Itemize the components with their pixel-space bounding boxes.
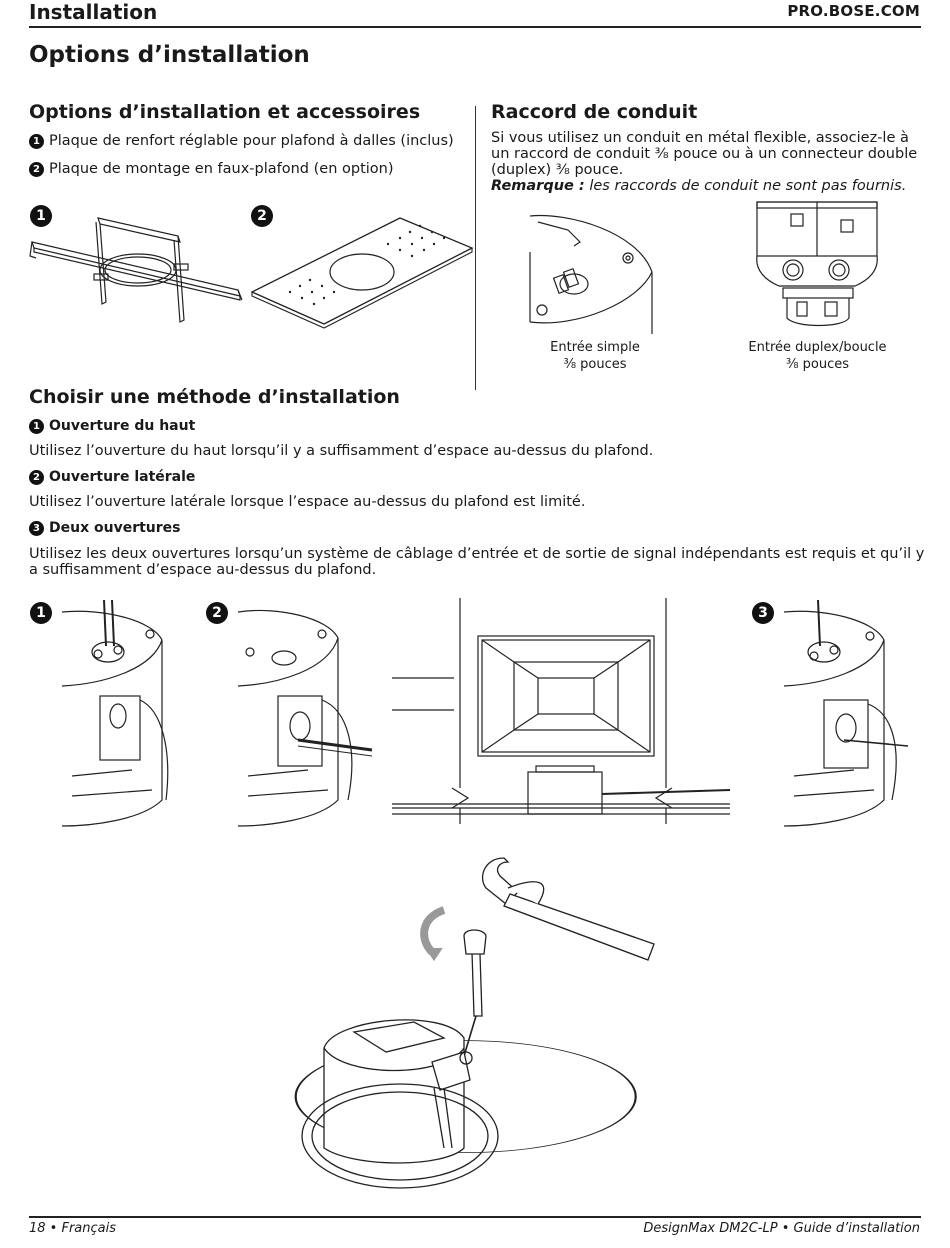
section-title: Installation [29,0,158,24]
method-title-text: Ouverture du haut [49,418,196,434]
method-2-title: 2 Ouverture latérale [29,469,195,485]
method-figure-label-3: 3 [752,602,774,624]
option-item-1: 1 Plaque de renfort réglable pour plafond… [29,133,454,149]
method-3-title: 3 Deux ouvertures [29,520,181,536]
option-item-text: Plaque de renfort réglable pour plafond … [49,133,454,149]
conduit-note: Remarque : les raccords de conduit ne so… [491,178,921,194]
method-1-text: Utilisez l’ouverture du haut lorsqu’il y… [29,443,654,459]
number-badge: 1 [29,134,44,149]
option-item-text: Plaque de montage en faux-plafond (en op… [49,161,394,177]
number-badge: 2 [29,162,44,177]
conduit-text-line: un raccord de conduit ⅜ pouce ou à un co… [491,146,918,162]
page-title: Options d’installation [29,42,310,68]
caption-duplex-entry: Entrée duplex/boucle ⅜ pouces [735,339,900,373]
caption-line: ⅜ pouces [563,357,627,372]
method-3-text: Utilisez les deux ouvertures lorsqu’un s… [29,546,929,578]
method-text-line: Utilisez les deux ouvertures lorsqu’un s… [29,546,925,562]
figure-label-2: 2 [251,205,273,227]
ceiling-section-illustration [392,598,730,824]
method-figure-label-1: 1 [30,602,52,624]
caption-single-entry: Entrée simple ⅜ pouces [515,339,675,373]
header-rule [29,26,921,28]
both-openings-illustration [784,600,909,827]
caption-line: Entrée simple [550,340,640,355]
method-2-text: Utilisez l’ouverture latérale lorsque l’… [29,494,586,510]
plate-illustration [250,217,474,329]
method-text-line: a suffisamment d’espace au-dessus du pla… [29,562,377,578]
note-text: les raccords de conduit ne sont pas four… [584,178,907,194]
top-opening-illustration [62,600,169,827]
conduit-heading: Raccord de conduit [491,101,698,123]
method-heading: Choisir une méthode d’installation [29,386,400,408]
note-label: Remarque : [491,178,585,194]
method-title-text: Ouverture latérale [49,469,196,485]
column-divider [475,106,476,390]
method-figure-label-2: 2 [206,602,228,624]
single-entry-illustration [529,214,653,334]
knockout-illustration [294,857,655,1189]
footer-page: 18 • Français [29,1221,117,1236]
options-heading: Options d’installation et accessoires [29,101,421,123]
figure-label-1: 1 [30,205,52,227]
duplex-entry-illustration [756,201,878,327]
bracket-illustration [29,217,243,323]
conduit-text: Si vous utilisez un conduit en métal fle… [491,130,921,194]
site-url: PRO.BOSE.COM [787,2,920,20]
number-badge: 1 [29,419,44,434]
footer-doc-title: DesignMax DM2C-LP • Guide d’installation [643,1221,920,1236]
caption-line: ⅜ pouces [785,357,850,372]
conduit-text-line: Si vous utilisez un conduit en métal fle… [491,130,909,146]
side-opening-illustration [238,609,373,827]
method-title-text: Deux ouvertures [49,520,181,536]
method-1-title: 1 Ouverture du haut [29,418,195,434]
number-badge: 3 [29,521,44,536]
option-item-2: 2 Plaque de montage en faux-plafond (en o… [29,161,394,177]
number-badge: 2 [29,470,44,485]
conduit-text-line: (duplex) ⅜ pouce. [491,162,624,178]
footer-rule [29,1216,921,1218]
caption-line: Entrée duplex/boucle [748,340,887,355]
